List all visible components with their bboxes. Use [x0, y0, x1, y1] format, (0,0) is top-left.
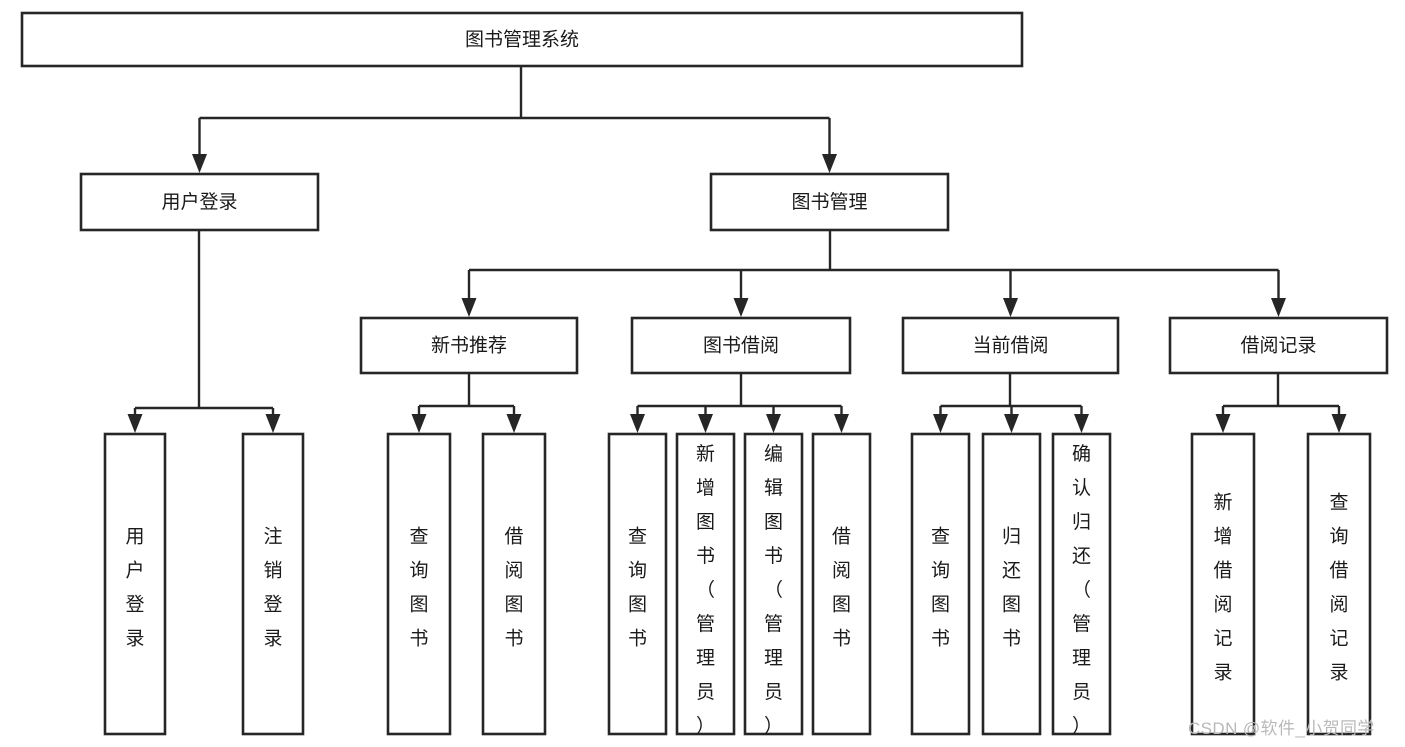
node-label: 借阅图书: [504, 526, 523, 650]
node-box[interactable]: [20, 11, 1024, 68]
node-label: 新书推荐: [431, 335, 507, 357]
arrow-head-icon: [1271, 298, 1286, 317]
node-box[interactable]: [1190, 432, 1256, 736]
arrow-head-icon: [192, 154, 207, 173]
node-current-borrow[interactable]: 当前借阅: [901, 316, 1120, 375]
node-label: 注销登录: [263, 526, 282, 650]
arrow-head-icon: [461, 298, 477, 317]
node-label: 借阅图书: [832, 526, 851, 650]
arrow-head-icon: [733, 298, 749, 317]
node-leaf-recommend-query-book[interactable]: 查询图书: [386, 432, 452, 736]
connector-group-book-borrow: [630, 373, 849, 433]
node-box[interactable]: [910, 432, 971, 736]
node-leaf-current-return-book[interactable]: 归还图书: [981, 432, 1042, 736]
arrow-head-icon: [127, 414, 143, 433]
node-book-borrow[interactable]: 图书借阅: [630, 316, 852, 375]
node-leaf-current-confirm-return[interactable]: 确认归还（管理员）: [1051, 432, 1112, 737]
node-root[interactable]: 图书管理系统: [20, 11, 1024, 68]
node-leaf-borrow-add-book[interactable]: 新增图书（管理员）: [675, 432, 736, 737]
arrow-head-icon: [1074, 414, 1089, 433]
connector-layer: [127, 66, 1347, 433]
node-leaf-record-add[interactable]: 新增借阅记录: [1190, 432, 1256, 736]
node-box[interactable]: [901, 316, 1120, 375]
node-box[interactable]: [481, 432, 547, 736]
node-leaf-borrow-query-book[interactable]: 查询图书: [607, 432, 668, 736]
node-leaf-borrow-edit-book[interactable]: 编辑图书（管理员）: [743, 432, 804, 737]
node-box[interactable]: [709, 172, 950, 232]
connector-group-new-book-recommend: [411, 373, 522, 433]
node-leaf-record-query[interactable]: 查询借阅记录: [1306, 432, 1372, 736]
node-borrow-record[interactable]: 借阅记录: [1168, 316, 1389, 375]
node-box[interactable]: [675, 432, 736, 736]
node-box[interactable]: [241, 432, 305, 736]
node-box[interactable]: [79, 172, 320, 232]
node-box[interactable]: [1306, 432, 1372, 736]
arrow-head-icon: [698, 414, 713, 433]
node-label: 图书借阅: [703, 335, 779, 357]
node-label: 查询借阅记录: [1329, 492, 1348, 684]
node-box[interactable]: [743, 432, 804, 736]
connector-group-borrow-record: [1215, 373, 1347, 433]
arrow-head-icon: [834, 414, 849, 433]
node-box[interactable]: [630, 316, 852, 375]
arrow-head-icon: [766, 414, 781, 433]
connector-group-user-login: [127, 230, 281, 433]
node-leaf-borrow-borrow-book[interactable]: 借阅图书: [811, 432, 872, 736]
node-leaf-current-query-book[interactable]: 查询图书: [910, 432, 971, 736]
node-box[interactable]: [386, 432, 452, 736]
arrow-head-icon: [822, 154, 837, 173]
connector-group-current-borrow: [933, 373, 1089, 433]
node-label: 查询图书: [931, 526, 950, 650]
node-leaf-user-logout[interactable]: 注销登录: [241, 432, 305, 736]
node-label: 图书管理: [791, 191, 867, 213]
node-leaf-recommend-borrow-book[interactable]: 借阅图书: [481, 432, 547, 736]
node-box[interactable]: [1168, 316, 1389, 375]
node-box[interactable]: [1051, 432, 1112, 736]
node-layer: 图书管理系统用户登录图书管理新书推荐图书借阅当前借阅借阅记录用户登录注销登录查询…: [20, 11, 1389, 737]
node-label: 查询图书: [409, 526, 428, 650]
arrow-head-icon: [1004, 414, 1019, 433]
node-label: 编辑图书（管理员）: [764, 443, 783, 737]
arrow-head-icon: [265, 414, 281, 433]
node-label: 图书管理系统: [465, 29, 579, 51]
node-box[interactable]: [981, 432, 1042, 736]
node-box[interactable]: [811, 432, 872, 736]
node-box[interactable]: [607, 432, 668, 736]
arrow-head-icon: [411, 414, 427, 433]
node-label: 用户登录: [161, 191, 237, 213]
arrow-head-icon: [1331, 414, 1347, 433]
node-box[interactable]: [103, 432, 167, 736]
node-label: 查询图书: [628, 526, 647, 650]
arrow-head-icon: [630, 414, 645, 433]
connector-group-root: [192, 66, 837, 173]
node-box[interactable]: [359, 316, 579, 375]
node-label: 用户登录: [125, 527, 144, 650]
node-label: 新增图书（管理员）: [696, 443, 715, 737]
node-label: 归还图书: [1002, 526, 1021, 650]
arrow-head-icon: [1003, 298, 1018, 317]
node-label: 新增借阅记录: [1213, 492, 1232, 684]
node-user-login[interactable]: 用户登录: [79, 172, 320, 232]
node-new-book-recommend[interactable]: 新书推荐: [359, 316, 579, 375]
arrow-head-icon: [933, 414, 948, 433]
node-leaf-user-login[interactable]: 用户登录: [103, 432, 167, 736]
connector-group-book-management: [461, 230, 1286, 317]
node-book-management[interactable]: 图书管理: [709, 172, 950, 232]
node-label: 借阅记录: [1240, 335, 1316, 357]
arrow-head-icon: [1215, 414, 1231, 433]
node-label: 确认归还（管理员）: [1072, 443, 1091, 737]
node-label: 当前借阅: [972, 335, 1048, 357]
arrow-head-icon: [506, 414, 522, 433]
